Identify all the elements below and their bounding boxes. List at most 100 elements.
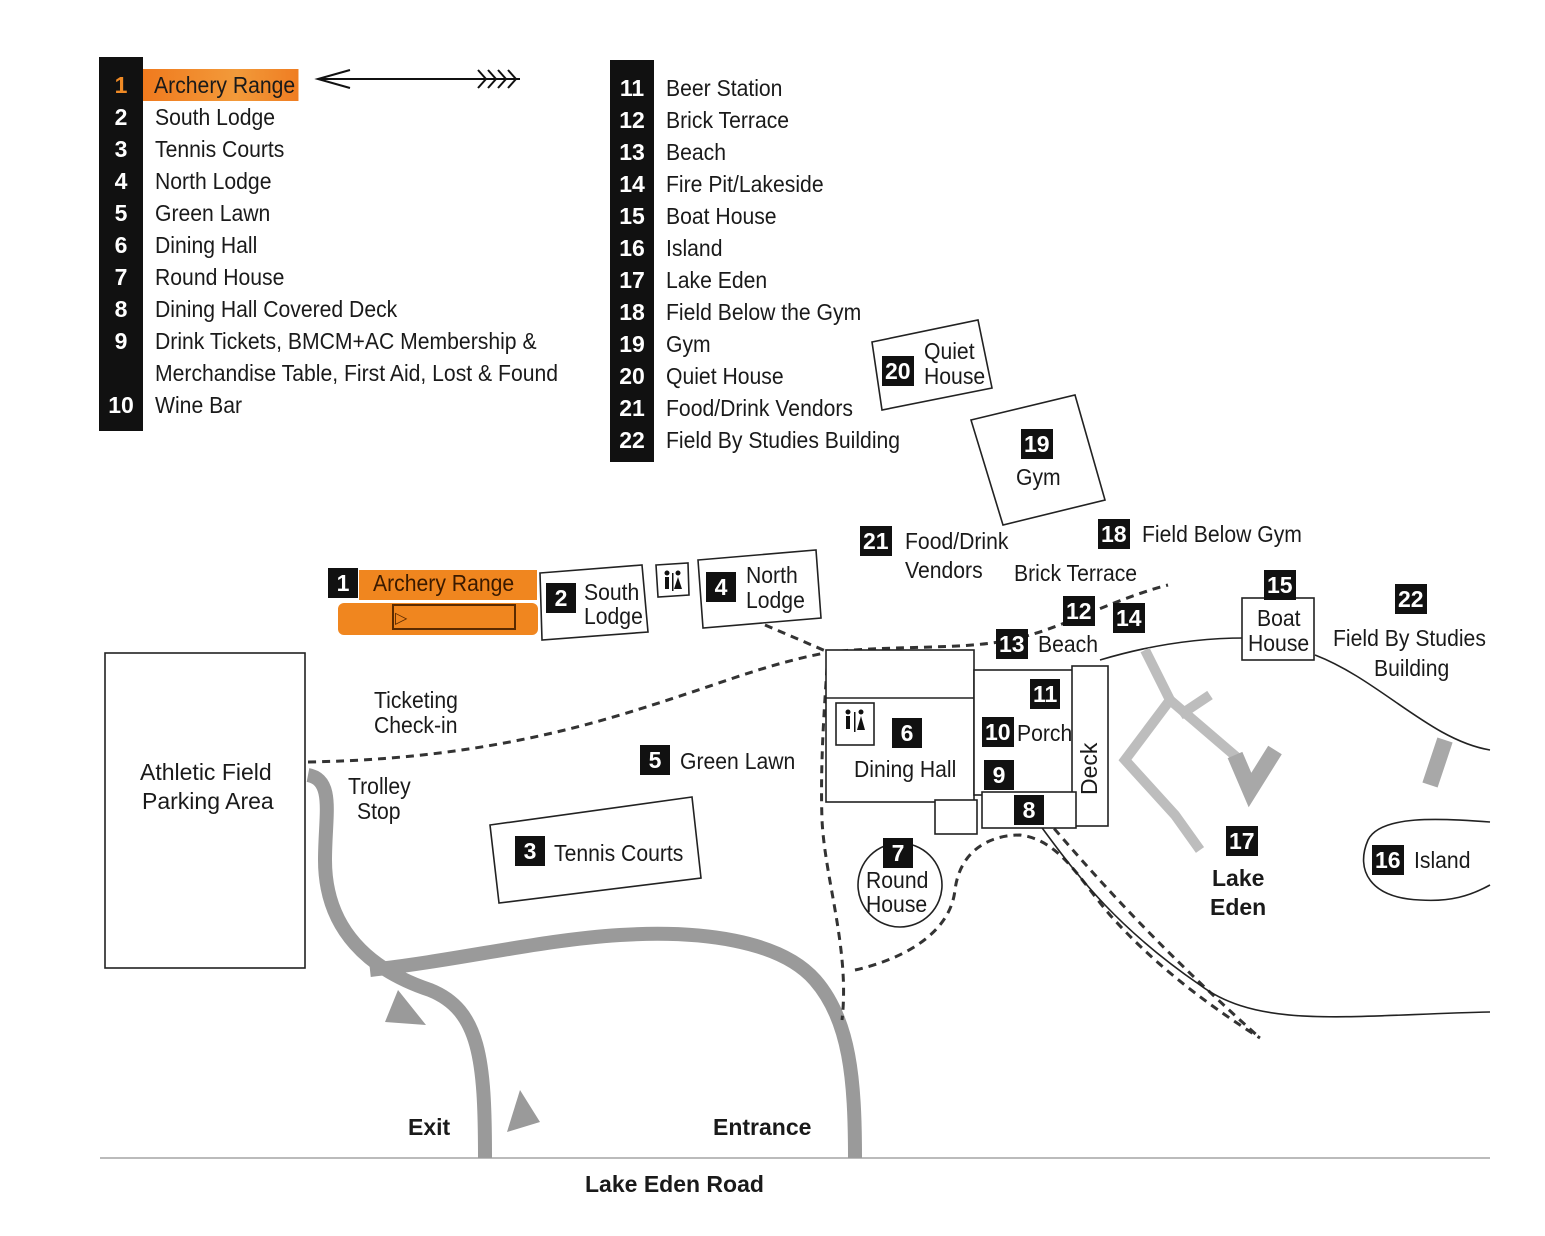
legend-number: 1 (114, 72, 128, 98)
map-badge: 2 (546, 583, 576, 613)
legend-label: Beer Station (666, 75, 783, 101)
legend-number: 3 (114, 136, 128, 162)
studies-label-1: Field By Studies (1333, 625, 1486, 651)
map-badge: 4 (706, 572, 736, 602)
legend-label: North Lodge (155, 168, 272, 194)
legend-number: 18 (619, 299, 645, 325)
south-lodge-label-2: Lodge (584, 603, 643, 629)
legend-number: 8 (114, 296, 128, 322)
vendors-label-2: Vendors (905, 557, 983, 583)
map-badge: 5 (640, 745, 670, 775)
legend-item: 22 Field By Studies Building (610, 424, 1130, 456)
boat-house-label-1: Boat (1257, 605, 1301, 631)
legend-number: 7 (114, 264, 128, 290)
south-lodge-label-1: South (584, 579, 640, 605)
island-outline (1362, 818, 1491, 902)
map-badge: 13 (996, 629, 1028, 659)
legend-label: Drink Tickets, BMCM+AC Membership & (155, 328, 537, 354)
archery-marker-icon: ▷ (395, 610, 408, 627)
gym-label: Gym (1016, 464, 1061, 490)
pointer-arrow-icon (314, 69, 520, 89)
direction-arrow-icon (385, 990, 426, 1025)
ticketing-label-1: Ticketing (374, 687, 458, 713)
map-badge: 12 (1063, 596, 1095, 626)
legend-number: 10 (108, 392, 134, 418)
legend-label: Wine Bar (155, 392, 243, 418)
lake-eden-label-1: Lake (1212, 865, 1265, 891)
legend-number: 17 (619, 267, 645, 293)
legend-item: 2 South Lodge (99, 101, 619, 133)
studies-label-2: Building (1374, 655, 1450, 681)
quiet-house-building (871, 319, 993, 411)
legend-item: 10 Wine Bar (99, 389, 619, 421)
lake-eden-label-2: Eden (1210, 894, 1267, 920)
map-badge: 8 (1014, 795, 1044, 825)
legend-number: 4 (114, 168, 128, 194)
island-label: Island (1414, 847, 1471, 873)
trolley-label-1: Trolley (348, 773, 411, 799)
legend-label: Merchandise Table, First Aid, Lost & Fou… (155, 360, 559, 386)
map-badge: 22 (1395, 584, 1427, 614)
legend-number: 19 (619, 331, 645, 357)
dock (1118, 647, 1205, 853)
legend-label: Round House (155, 264, 285, 290)
legend-label: Gym (666, 331, 711, 357)
vendors-label-1: Food/Drink (905, 528, 1009, 554)
field-below-gym-label: Field Below Gym (1142, 521, 1302, 547)
quiet-house-label-1: Quiet (924, 338, 975, 364)
legend-item: 12 Brick Terrace (610, 104, 1130, 136)
legend-number: 16 (619, 235, 645, 261)
walking-path (854, 833, 1261, 1040)
ticketing-label-2: Check-in (374, 712, 458, 738)
legend-number: 14 (619, 171, 645, 197)
legend-label: Field Below the Gym (666, 299, 862, 325)
round-house-label-2: House (866, 891, 928, 917)
legend-number: 22 (619, 427, 645, 453)
brick-terrace-label: Brick Terrace (1014, 560, 1138, 586)
direction-arrow-icon (507, 1090, 540, 1132)
lake-shoreline (1039, 824, 1491, 1018)
map-badge: 11 (1030, 679, 1061, 709)
restroom-icon (664, 570, 865, 732)
legend-label: Beach (666, 139, 727, 165)
map-badge: 7 (883, 838, 913, 868)
legend-label: Fire Pit/Lakeside (666, 171, 824, 197)
boat-house-building (1241, 597, 1315, 661)
dock (1177, 690, 1213, 720)
lake-shoreline (1314, 654, 1491, 751)
legend-label: Field By Studies Building (666, 427, 901, 453)
legend-label: South Lodge (155, 104, 276, 130)
athletic-field-label-1: Athletic Field (140, 759, 272, 785)
tennis-courts-label: Tennis Courts (554, 840, 684, 866)
exit-road (305, 768, 492, 1159)
legend-number: 2 (114, 104, 128, 130)
legend-number: 6 (114, 232, 128, 258)
map-badge: 6 (892, 718, 922, 748)
archery-target (392, 604, 516, 630)
map-badge: 17 (1226, 826, 1258, 856)
dock (1227, 745, 1282, 808)
map-badge: 10 (982, 717, 1014, 747)
legend-label: Dining Hall Covered Deck (155, 296, 398, 322)
map-badge: 21 (860, 526, 892, 556)
green-lawn-label: Green Lawn (680, 748, 796, 774)
legend-item: 7 Round House (99, 261, 619, 293)
legend-item: 19 Gym (610, 328, 1130, 360)
legend-number: 13 (619, 139, 645, 165)
entrance-label: Entrance (713, 1114, 812, 1140)
legend-number: 12 (619, 107, 645, 133)
trolley-label-2: Stop (357, 798, 401, 824)
entrance-road (369, 926, 862, 1159)
deck-label: Deck (1076, 742, 1102, 795)
north-lodge-building (697, 549, 822, 629)
tennis-courts-area (489, 796, 702, 904)
legend-label: Brick Terrace (666, 107, 790, 133)
legend-label: Boat House (666, 203, 777, 229)
map-badge: 16 (1372, 845, 1404, 875)
